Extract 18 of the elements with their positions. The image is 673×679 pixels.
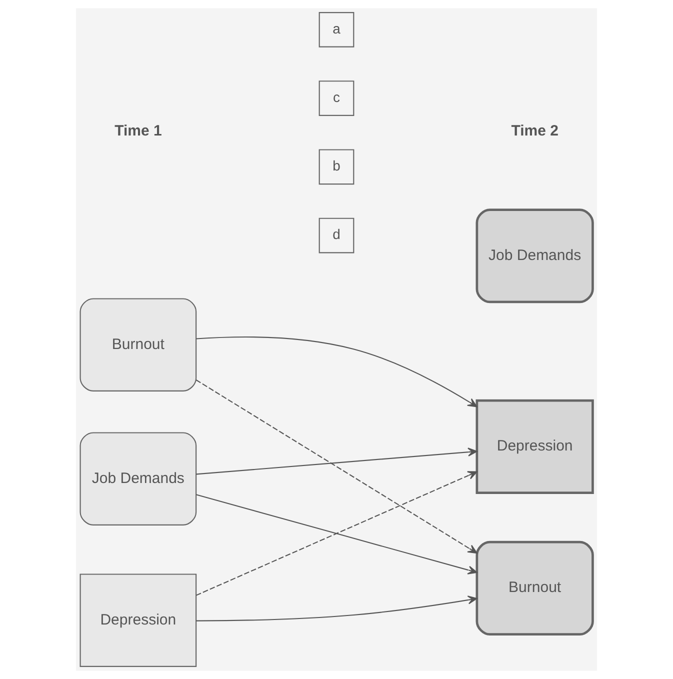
- node-box: c: [318, 80, 354, 116]
- node-box: Depression: [476, 399, 594, 494]
- node-box: Burnout: [476, 540, 594, 636]
- node-box: b: [318, 149, 354, 185]
- node-box: a: [318, 12, 354, 48]
- label: Time 1: [114, 122, 162, 140]
- arrow: [196, 596, 478, 622]
- arrow: [196, 448, 478, 475]
- node-box: d: [318, 218, 354, 254]
- arrow: [196, 471, 478, 596]
- arrow: [196, 336, 478, 408]
- node-box: Depression: [80, 574, 197, 667]
- arrow: [196, 380, 478, 554]
- node-box: Job Demands: [80, 432, 197, 526]
- node-box: Job Demands: [476, 208, 594, 304]
- node-box: Burnout: [80, 298, 197, 392]
- arrow: [196, 494, 478, 574]
- label: Time 2: [511, 122, 558, 140]
